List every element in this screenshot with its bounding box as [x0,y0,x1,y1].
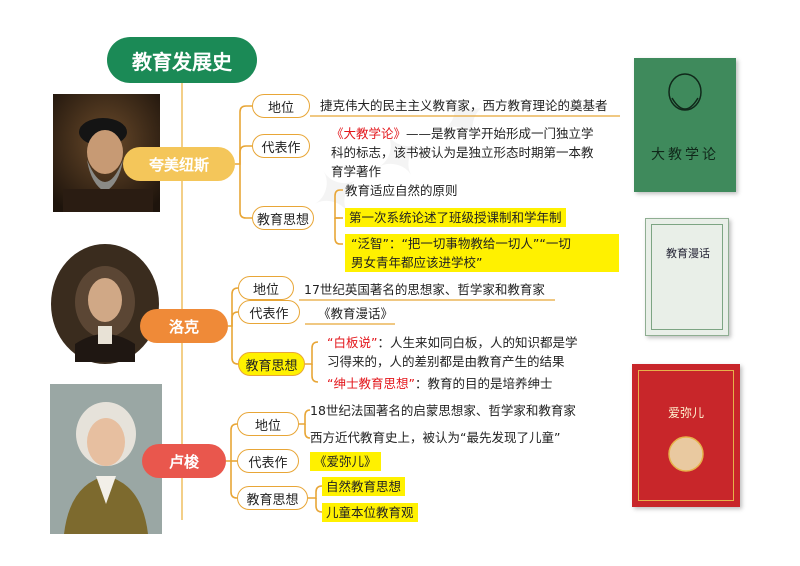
book-title: 教育漫话 [666,247,710,260]
thought-desc: ：教育的目的是培养绅士 [414,376,553,391]
book-cover-emile: 爱弥儿 [632,364,740,507]
book-cover-education-thoughts: 教育漫话 [645,218,729,336]
thought-desc-2: 习得来的，人的差别都是由教育产生的结果 [327,354,565,369]
book-border [638,370,734,501]
thought-desc: ：人生来如同白板，人的知识都是学 [377,335,578,350]
tag-status: 地位 [238,276,294,300]
page-title: 教育发展史 [107,37,257,83]
book-author-portrait-icon [668,73,702,111]
person-node-locke: 洛克 [140,309,228,343]
tag-status: 地位 [252,94,310,118]
works-title: 《爱弥儿》 [310,452,381,471]
book-title: 爱弥儿 [667,406,704,420]
person-node-rousseau: 卢梭 [142,444,226,478]
book-cover-great-didactic: 大教学论 [634,58,736,192]
works-title: 《教育漫话》 [318,306,394,321]
book-border [651,224,723,330]
thought-item: “白板说”：人生来如同白板，人的知识都是学 习得来的，人的差别都是由教育产生的结… [327,333,577,371]
works-desc-1: ——是教育学开始形成一门独立学 [406,126,594,141]
thought-key: “白板说” [327,335,378,350]
tag-works: 代表作 [252,134,310,158]
works-desc-3: 育学著作 [331,164,382,179]
thought-item: “绅士教育思想”：教育的目的是培养绅士 [327,374,552,393]
thought-item: 教育适应自然的原则 [345,183,458,198]
works-desc-2: 科的标志，该书被认为是独立形态时期第一本教 [331,145,594,160]
tag-works: 代表作 [238,300,300,324]
tag-status: 地位 [237,412,299,436]
status-text: 18世纪法国著名的启蒙思想家、哲学家和教育家 [310,403,576,418]
tag-works: 代表作 [237,449,299,473]
status-text: 17世纪英国著名的思想家、哲学家和教育家 [304,282,545,297]
tag-thought: 教育思想 [237,486,308,510]
thought-item-highlight: 第一次系统论述了班级授课制和学年制 [345,208,566,227]
pansophism-line-2: 男女青年都应该进学校” [351,255,483,270]
works-title: 《大教学论》 [331,126,407,141]
tag-thought: 教育思想 [252,206,314,230]
locke-portrait-icon [51,244,159,364]
pansophism-line-1: “泛智”：“把一切事物教给一切人”“一切 [351,236,571,251]
book-medallion-icon [668,436,704,472]
thought-item-highlight: “泛智”：“把一切事物教给一切人”“一切 男女青年都应该进学校” [345,234,619,272]
book-title: 大教学论 [651,147,719,163]
status-text: 捷克伟大的民主主义教育家，西方教育理论的奠基者 [320,98,608,113]
tag-thought: 教育思想 [238,352,305,376]
thought-item-highlight: 儿童本位教育观 [322,503,418,522]
status-text: 西方近代教育史上，被认为“最先发现了儿童” [310,430,561,445]
works-text: 《大教学论》——是教育学开始形成一门独立学 科的标志，该书被认为是独立形态时期第… [331,124,594,181]
portrait-locke [50,244,160,364]
person-node-comenius: 夸美纽斯 [123,147,235,181]
thought-item-highlight: 自然教育思想 [322,477,406,496]
thought-key: “绅士教育思想” [327,376,415,391]
